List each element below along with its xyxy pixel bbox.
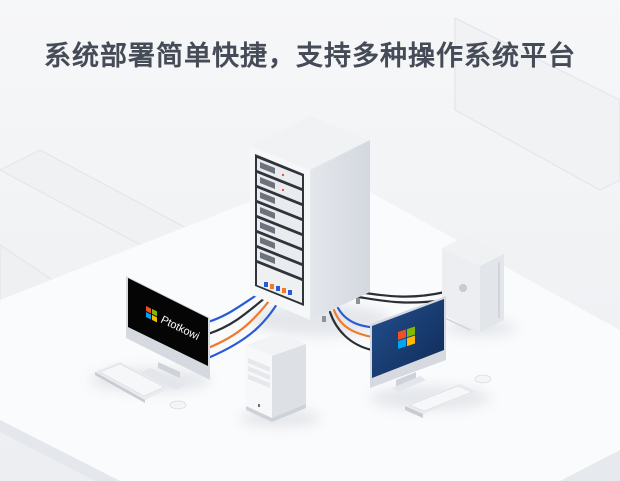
right-monitor xyxy=(370,296,446,392)
right-tower-pc xyxy=(442,236,504,332)
windows-logo-icon xyxy=(146,306,157,323)
rack-vents xyxy=(260,162,275,264)
apple-logo-icon xyxy=(459,284,467,292)
right-keyboard xyxy=(405,384,478,418)
left-monitor-screen xyxy=(128,278,208,366)
left-monitor: Ptotkowi xyxy=(126,276,210,390)
page-title: 系统部署简单快捷，支持多种操作系统平台 xyxy=(44,41,576,72)
left-keyboard xyxy=(95,362,170,403)
right-mouse xyxy=(474,374,492,384)
windows-logo-icon xyxy=(398,326,415,349)
rack-status-leds xyxy=(281,173,285,192)
left-mouse xyxy=(169,400,187,410)
rack-cable-plugs xyxy=(264,282,292,295)
center-tower-pc xyxy=(246,333,306,422)
server-rack xyxy=(250,116,370,322)
